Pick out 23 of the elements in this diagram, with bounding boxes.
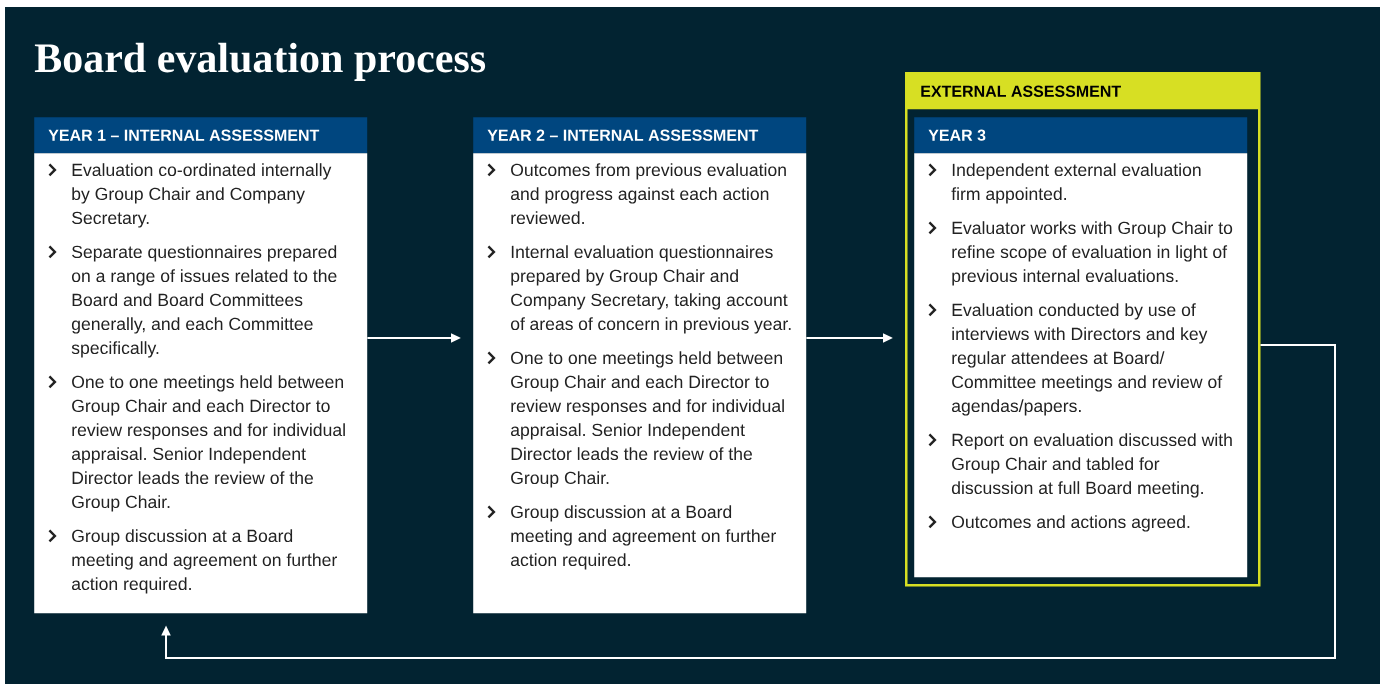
bullet-text: Outcomes from previous evaluation and progress against each action reviewed. [510,163,786,225]
bullet-text: Outcomes and actions agreed. [952,515,1190,532]
box-heading: YEAR 3 [928,129,986,141]
bullet-text: Independent external evaluation firm appointed. [951,163,1201,204]
assessment-frame [905,72,1261,587]
bullet-text: Group discussion at a Board meeting and agreement on further action required. [71,529,337,594]
card [34,117,368,614]
bullet-text: Group discussion at a Board meeting and agreement on further action required. [510,505,776,570]
card [473,117,807,614]
title: Board evaluation process [34,42,486,81]
frame-heading: EXTERNAL ASSESSMENT [921,85,1121,97]
bullet-text: Evaluation conducted by use of interviews with Directors and key regular attendees at Board/ Committee meetings and review of agendas/papers. [951,303,1223,416]
box-heading: YEAR 1 – INTERNAL ASSESSMENT [48,129,320,141]
bullet-text: One to one meetings held between Group Chair and each Director to review responses and for individual appraisal. Senior Independent Director leads the review of the Group Chair. [510,351,784,488]
box-heading: YEAR 2 – INTERNAL ASSESSMENT [487,129,759,141]
bullet-text: One to one meetings held between Group Chair and each Director to review responses and for individual appraisal. Senior Independent Director leads the review of the Group Chair. [71,375,345,512]
bullet-text: Internal evaluation questionnaires prepared by Group Chair and Company Secretary, taking account of areas of concern in previous year. [510,245,791,334]
bullet-text: Separate questionnaires prepared on a range of issues related to the Board and Board Committees generally, and each Committee specifically. [71,245,337,358]
bullet-text: Evaluation co-ordinated internally by Group Chair and Company Secretary. [72,163,332,228]
card [914,117,1248,578]
bullet-text: Evaluator works with Group Chair to refine scope of evaluation in light of previous internal evaluations. [952,221,1233,286]
bullet-text: Report on evaluation discussed with Group Chair and tabled for discussion at full Board meeting. [951,433,1232,498]
arrow [161,344,1336,659]
